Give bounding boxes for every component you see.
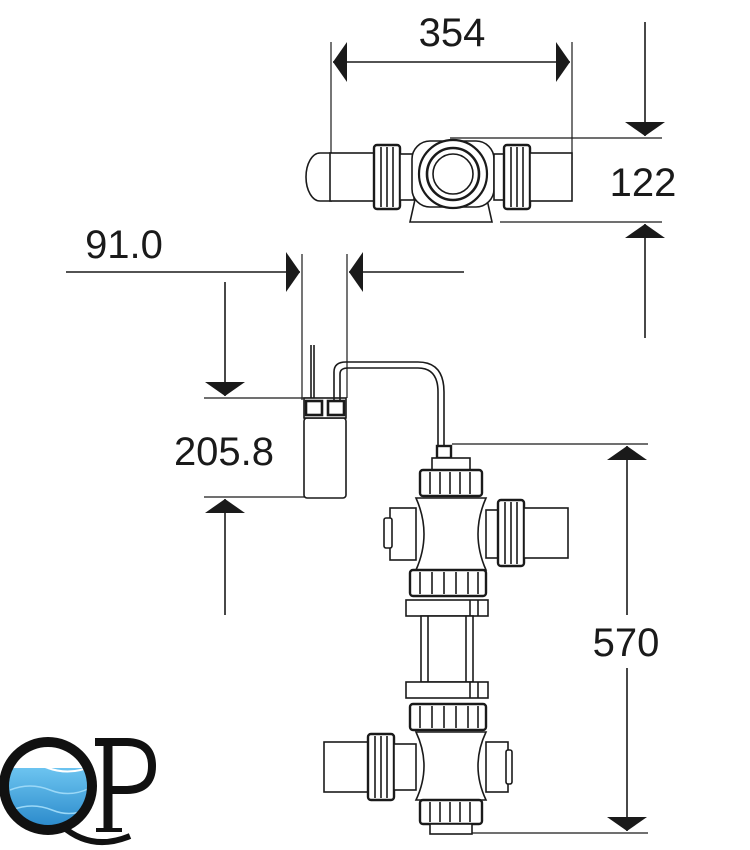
dim-label-91: 91.0 — [85, 223, 163, 267]
lower-top-nut — [408, 702, 488, 732]
top-left-loop — [305, 152, 332, 202]
top-view — [305, 22, 665, 338]
top-left-pipe — [329, 152, 375, 202]
lower-tee-body — [414, 731, 488, 801]
dim-label-122: 122 — [610, 161, 677, 205]
side-view-assembly — [323, 443, 648, 835]
dim-label-205: 205.8 — [174, 430, 274, 474]
lower-collar — [405, 681, 489, 699]
upper-collar — [405, 599, 489, 617]
probe-cable — [333, 361, 445, 448]
dim-label-354: 354 — [419, 11, 486, 55]
lower-left-pipe — [323, 741, 369, 793]
top-center-port — [432, 153, 474, 195]
brand-logo: QP — [0, 737, 157, 845]
upper-tee-body — [414, 497, 488, 571]
upper-top-nut — [418, 468, 484, 498]
uv-chamber-tube — [420, 615, 474, 683]
probe-body — [303, 417, 347, 499]
probe-view — [66, 252, 464, 615]
dim-label-570: 570 — [593, 621, 660, 665]
top-right-pipe — [529, 152, 573, 202]
upper-right-pipe — [523, 507, 569, 559]
upper-bottom-nut — [408, 568, 488, 598]
